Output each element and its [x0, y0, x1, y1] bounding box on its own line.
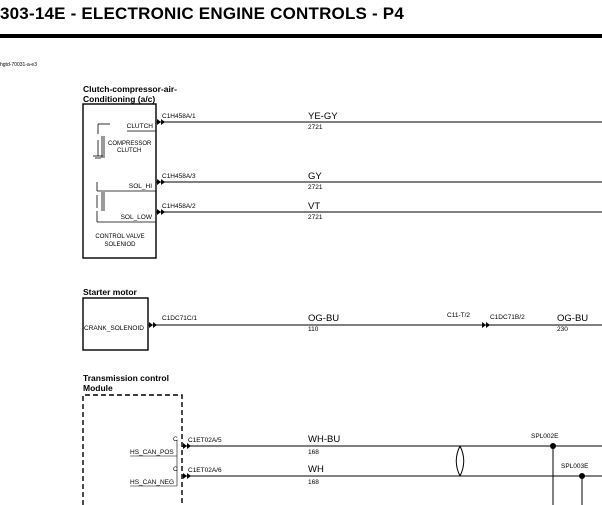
twisted-pair-icon — [455, 445, 465, 477]
connector-3-icon — [157, 209, 165, 215]
wire-2-circuit: 2721 — [308, 184, 323, 191]
wire-5-circuit: 168 — [308, 449, 319, 456]
tcm-box — [82, 394, 183, 505]
ac-clutch-box — [82, 103, 157, 259]
splice-1-label: SPL002E — [531, 433, 559, 440]
wire-1-connector: C1H458A/1 — [162, 113, 196, 120]
wire-3-color: VT — [308, 201, 320, 212]
wire-4-color: OG-BU — [308, 313, 339, 324]
wire-4-connector: C1DC71C/1 — [162, 315, 197, 322]
wire-2: C1H458A/3 GY 2721 — [156, 171, 602, 191]
tcm-title-line1: Transmission control — [83, 373, 169, 383]
wire-3-circuit: 2721 — [308, 214, 323, 221]
compressor-clutch-label-1: COMPRESSOR — [108, 141, 152, 147]
wire-1-circuit: 2721 — [308, 124, 323, 131]
tcm-title: Transmission control Module — [83, 373, 169, 393]
wire-4-circuit-2: 230 — [557, 326, 568, 333]
pin-sol-low-label: SOL_LOW — [121, 214, 153, 221]
wire-6-circuit: 168 — [308, 479, 319, 486]
title-divider — [0, 34, 602, 38]
wire-1: C1H458A/1 YE-GY 2721 — [156, 111, 602, 131]
connector-6-icon — [183, 473, 191, 479]
diagram-reference: hgtd-70031-a-e3 — [0, 62, 37, 68]
connector-2-icon — [157, 179, 165, 185]
wire-5-color: WH-BU — [308, 434, 340, 445]
solenoid-coil-icon — [96, 182, 127, 223]
page-title: 303-14E - ELECTRONIC ENGINE CONTROLS - P… — [0, 4, 404, 23]
wire-2-color: GY — [308, 171, 322, 182]
wire-4-circuit: 110 — [308, 326, 319, 333]
wire-6: C1ET02A/6 WH 168 SPL003E — [182, 463, 602, 505]
wire-4-color-2: OG-BU — [557, 313, 588, 324]
inline-connector-icon — [482, 322, 490, 328]
pin-sol-hi-label: SOL_HI — [129, 183, 152, 190]
wire-6-color: WH — [308, 464, 324, 475]
wire-5: C1ET02A/5 WH-BU 168 SPL002E — [182, 433, 602, 505]
solenoid-label-1: CONTROL VALVE — [95, 234, 144, 240]
wire-1-color: YE-GY — [308, 111, 338, 122]
wire-4-inline-1: C11-T/2 — [447, 312, 470, 319]
ac-clutch-title: Clutch-compressor-air- Conditioning (a/c… — [83, 84, 177, 104]
wire-6-connector: C1ET02A/6 — [188, 467, 222, 474]
tcm-title-line2: Module — [83, 383, 113, 393]
pin-clutch-label: CLUTCH — [127, 123, 154, 130]
pin-can-neg-label: HS_CAN_NEG — [130, 479, 174, 486]
pin-can-pos-label: HS_CAN_POS — [130, 449, 174, 456]
ac-clutch-title-line2: Conditioning (a/c) — [83, 94, 156, 104]
connector-1-icon — [157, 119, 165, 125]
tcm-pin-c1: C — [173, 436, 178, 443]
pin-crank-label: CRANK_SOLENOID — [84, 325, 144, 332]
wire-5-connector: C1ET02A/5 — [188, 437, 222, 444]
wire-4: C1DC71C/1 OG-BU 110 C11-T/2 C1DC71B/2 OG… — [148, 312, 602, 333]
splice-2-label: SPL003E — [561, 463, 589, 470]
wire-2-connector: C1H458A/3 — [162, 173, 196, 180]
connector-4-icon — [149, 322, 157, 328]
starter-motor-box — [82, 297, 149, 351]
connector-5-icon — [183, 443, 191, 449]
wire-3-connector: C1H458A/2 — [162, 203, 196, 210]
tcm-pin-c2: C — [173, 466, 178, 473]
solenoid-label-2: SOLENIOD — [104, 242, 136, 248]
wire-4-inline-2: C1DC71B/2 — [490, 314, 525, 321]
compressor-clutch-coil-icon — [93, 123, 110, 159]
compressor-clutch-label-2: CLUTCH — [117, 148, 141, 154]
starter-motor-title: Starter motor — [83, 287, 137, 297]
wire-3: C1H458A/2 VT 2721 — [156, 201, 602, 221]
ac-clutch-title-line1: Clutch-compressor-air- — [83, 84, 177, 94]
